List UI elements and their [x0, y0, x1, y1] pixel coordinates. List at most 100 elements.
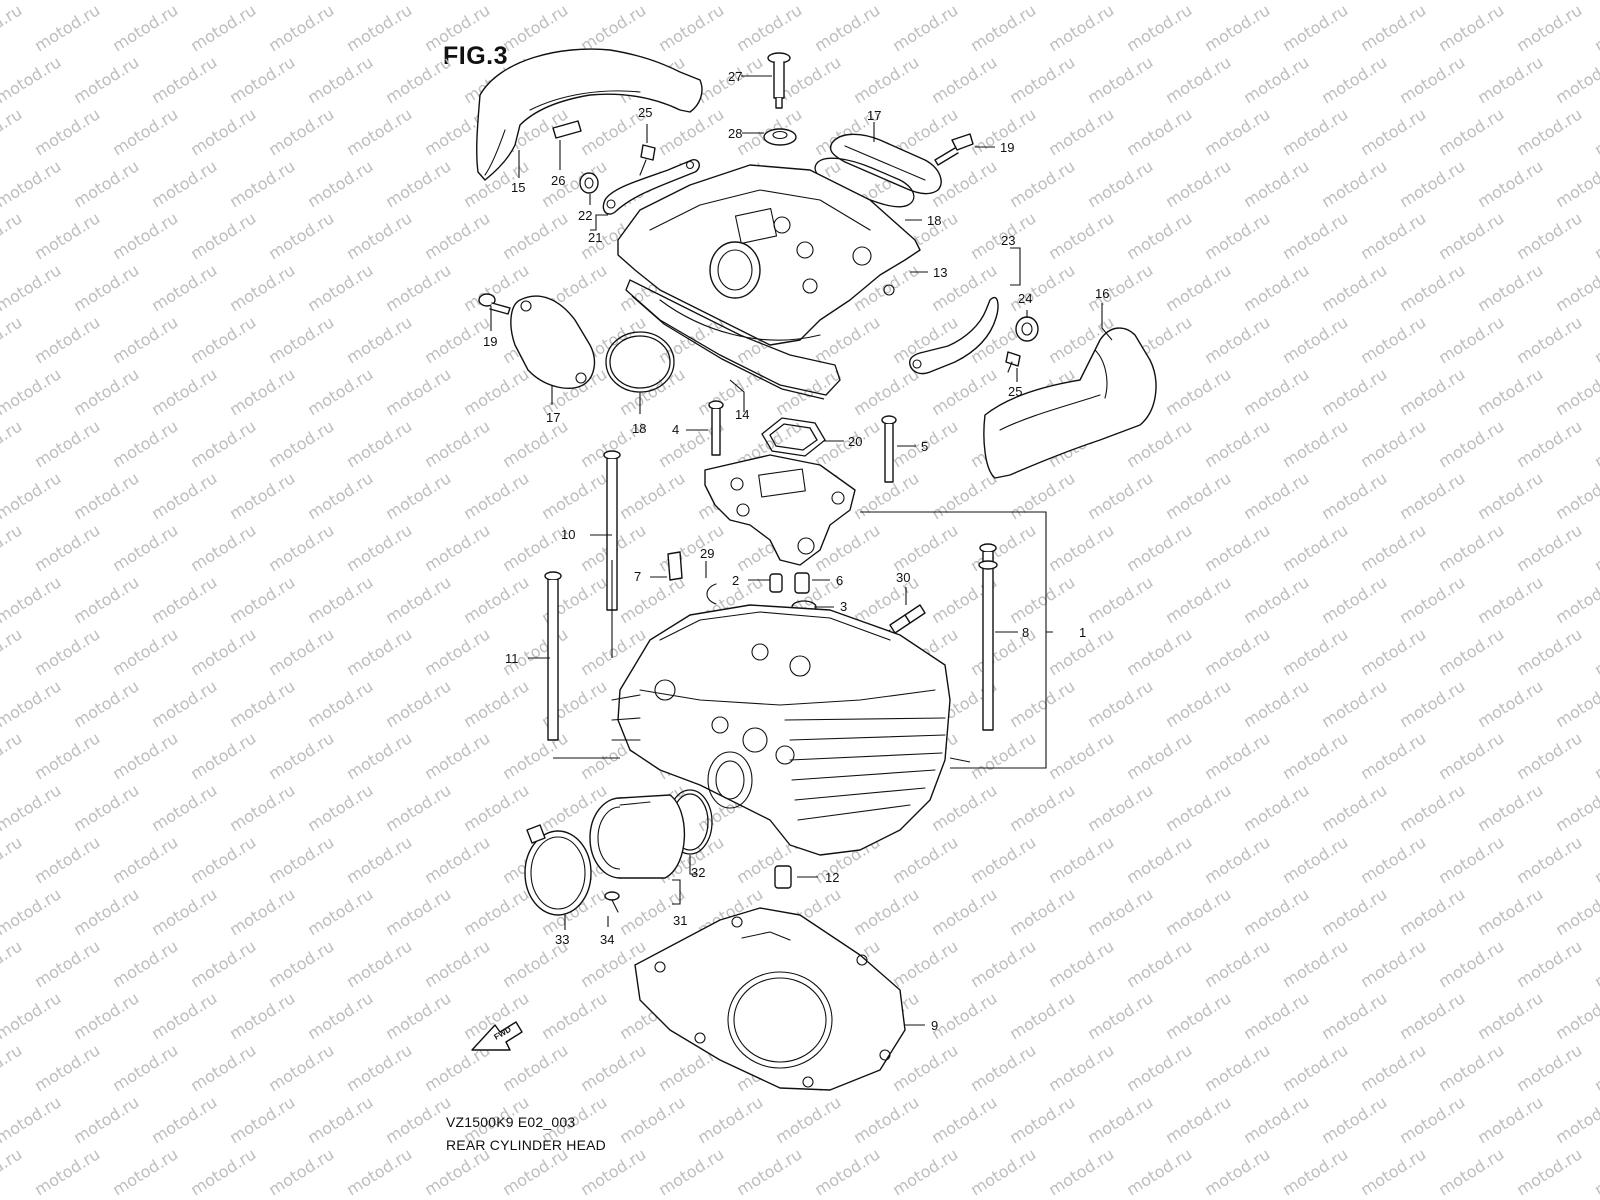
watermark-text: motod.ru — [460, 676, 532, 731]
callout-5: 5 — [921, 439, 928, 454]
part-16-side-cover[interactable] — [983, 327, 1157, 479]
watermark-text: motod.ru — [1318, 1092, 1390, 1147]
watermark-text: motod.ru — [1006, 780, 1078, 835]
watermark-text: motod.ru — [31, 832, 103, 887]
callout-17-left: 17 — [546, 410, 560, 425]
part-20-gasket[interactable] — [761, 417, 826, 457]
part-7-plug[interactable] — [667, 551, 683, 581]
part-2-dowel[interactable] — [769, 573, 783, 593]
part-21-bracket[interactable] — [602, 159, 700, 215]
watermark-text: motod.ru — [1279, 520, 1351, 575]
part-cam-holder[interactable] — [704, 454, 856, 566]
watermark-text: motod.ru — [1357, 1040, 1429, 1095]
part-15-head-cover-ornament[interactable] — [476, 48, 703, 181]
watermark-text: motod.ru — [148, 676, 220, 731]
watermark-text: motod.ru — [1123, 728, 1195, 783]
watermark-text: motod.ru — [1396, 780, 1468, 835]
part-13-cylinder-head-cover[interactable] — [617, 164, 921, 346]
part-12-dowel[interactable] — [774, 865, 792, 889]
part-31-intake-pipe[interactable] — [589, 794, 686, 879]
watermark-text: motod.ru — [967, 520, 1039, 575]
watermark-text: motod.ru — [0, 988, 64, 1043]
part-19-bolt-left[interactable] — [478, 293, 511, 315]
part-23-bracket-right[interactable] — [908, 296, 999, 375]
watermark-text: motod.ru — [304, 1092, 376, 1147]
part-17-cap-left[interactable] — [510, 295, 596, 389]
watermark-text: motod.ru — [1435, 104, 1507, 159]
part-6-dowel[interactable] — [794, 572, 810, 594]
watermark-text: motod.ru — [538, 988, 610, 1043]
part-17-cap-top[interactable] — [829, 133, 942, 195]
part-29-clip[interactable] — [706, 583, 717, 605]
watermark-text: motod.ru — [265, 312, 337, 367]
watermark-text: motod.ru — [1474, 156, 1546, 211]
watermark-text: motod.ru — [382, 156, 454, 211]
callout-15: 15 — [511, 180, 525, 195]
watermark-text: motod.ru — [0, 468, 64, 523]
part-9-head-gasket[interactable] — [634, 907, 906, 1091]
watermark-text: motod.ru — [0, 416, 25, 471]
part-19-bolt-top[interactable] — [934, 133, 974, 166]
part-25-bolt-top[interactable] — [639, 144, 656, 176]
watermark-text: motod.ru — [0, 52, 64, 107]
watermark-text: motod.ru — [1201, 208, 1273, 263]
part-5-bolt[interactable] — [881, 415, 897, 483]
watermark-text: motod.ru — [1006, 884, 1078, 939]
part-8-bolt[interactable] — [978, 543, 998, 731]
watermark-text: motod.ru — [1279, 104, 1351, 159]
part-28-washer[interactable] — [763, 128, 797, 146]
watermark-text: motod.ru — [382, 572, 454, 627]
part-25-bolt-right[interactable] — [1005, 351, 1021, 373]
watermark-text: motod.ru — [1201, 104, 1273, 159]
watermark-text: motod.ru — [1240, 1092, 1312, 1147]
watermark-text: motod.ru — [1435, 520, 1507, 575]
watermark-text: motod.ru — [70, 468, 142, 523]
watermark-text: motod.ru — [1513, 416, 1585, 471]
part-34-screw[interactable] — [604, 891, 620, 913]
part-33-clamp[interactable] — [524, 824, 592, 916]
watermark-text: motod.ru — [226, 988, 298, 1043]
watermark-text: motod.ru — [1474, 52, 1546, 107]
part-26-cushion[interactable] — [552, 120, 582, 139]
watermark-text: motod.ru — [226, 260, 298, 315]
watermark-text: motod.ru — [304, 988, 376, 1043]
watermark-text: motod.ru — [1162, 1092, 1234, 1147]
watermark-text: motod.ru — [187, 936, 259, 991]
part-1-cylinder-head[interactable] — [611, 604, 951, 856]
callout-33: 33 — [555, 932, 569, 947]
callout-31: 31 — [673, 913, 687, 928]
watermark-text: motod.ru — [0, 1040, 25, 1095]
watermark-text: motod.ru — [1357, 728, 1429, 783]
part-4-bolt[interactable] — [708, 400, 724, 456]
watermark-text: motod.ru — [1201, 936, 1273, 991]
watermark-text: motod.ru — [70, 260, 142, 315]
watermark-text: motod.ru — [1084, 884, 1156, 939]
watermark-text: motod.ru — [1513, 624, 1585, 679]
watermark-text: motod.ru — [850, 1092, 922, 1147]
part-22-grommet[interactable] — [579, 172, 599, 194]
part-11-bolt[interactable] — [544, 571, 562, 741]
watermark-text: motod.ru — [0, 520, 25, 575]
watermark-text: motod.ru — [1084, 156, 1156, 211]
watermark-text: motod.ru — [1318, 676, 1390, 731]
watermark-text: motod.ru — [31, 416, 103, 471]
part-24-grommet-right[interactable] — [1015, 316, 1039, 342]
watermark-text: motod.ru — [1552, 364, 1600, 419]
watermark-text: motod.ru — [1006, 156, 1078, 211]
callout-4: 4 — [672, 422, 679, 437]
watermark-text: motod.ru — [1435, 624, 1507, 679]
watermark-text: motod.ru — [31, 728, 103, 783]
watermark-text: motod.ru — [31, 208, 103, 263]
watermark-text: motod.ru — [0, 936, 25, 991]
part-27-bolt[interactable] — [767, 52, 791, 109]
callout-22: 22 — [578, 208, 592, 223]
watermark-text: motod.ru — [187, 0, 259, 55]
watermark-text: motod.ru — [1435, 312, 1507, 367]
watermark-text: motod.ru — [811, 312, 883, 367]
watermark-text: motod.ru — [109, 104, 181, 159]
watermark-text: motod.ru — [382, 260, 454, 315]
watermark-text: motod.ru — [0, 1092, 64, 1147]
part-14-cover-gasket[interactable] — [625, 279, 841, 400]
watermark-text: motod.ru — [1513, 1144, 1585, 1199]
watermark-text: motod.ru — [1318, 884, 1390, 939]
